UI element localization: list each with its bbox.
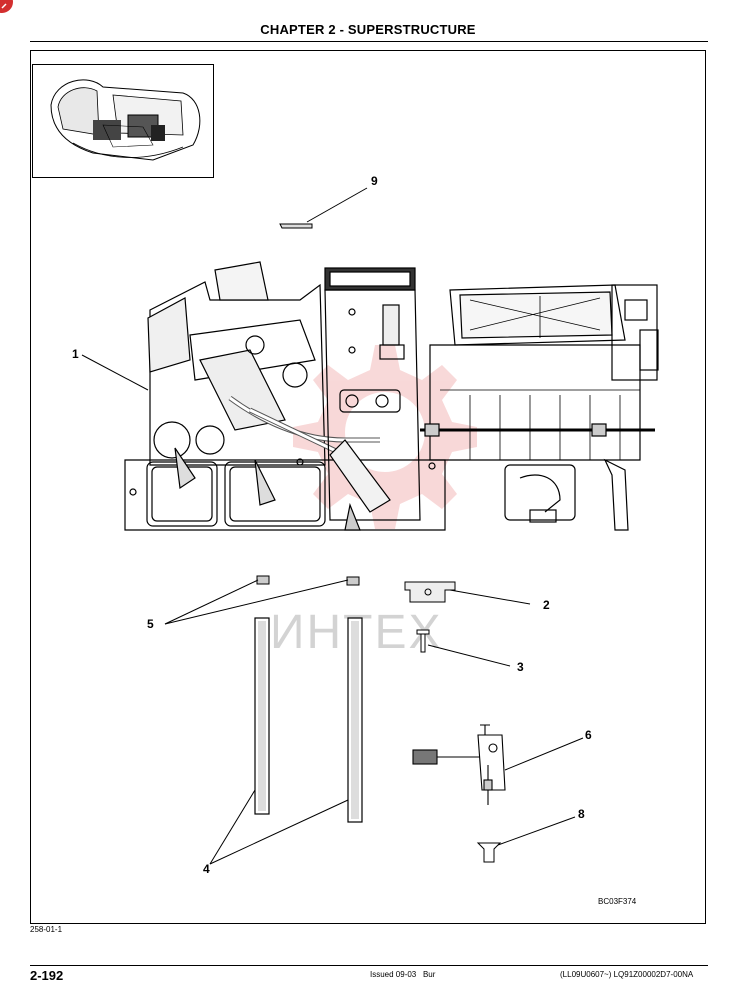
callout-9: 9 <box>371 174 378 188</box>
callout-5: 5 <box>147 617 154 631</box>
figure-code: BC03F374 <box>598 897 637 906</box>
issued-text: Issued 09-03 <box>370 970 417 979</box>
callout-6: 6 <box>585 728 592 742</box>
corner-mark-icon <box>0 0 13 13</box>
header-rule <box>30 41 708 42</box>
section-code: 258-01-1 <box>30 925 63 934</box>
page-number: 2-192 <box>30 968 64 983</box>
footer-rule <box>30 965 708 966</box>
callout-3: 3 <box>517 660 524 674</box>
language-code: Bur <box>422 970 436 979</box>
chapter-title: CHAPTER 2 - SUPERSTRUCTURE <box>260 22 476 37</box>
publication-code: (LL09U0607~) LQ91Z00002D7-00NA <box>560 970 694 979</box>
locator-machine-illustration <box>50 79 201 161</box>
locator-inset <box>32 64 214 178</box>
callout-4: 4 <box>203 862 210 876</box>
callout-8: 8 <box>578 807 585 821</box>
callout-1: 1 <box>72 347 79 361</box>
figure-frame <box>30 50 706 924</box>
callout-2: 2 <box>543 598 550 612</box>
issued-date: Issued 09-03 Bur <box>370 970 435 979</box>
